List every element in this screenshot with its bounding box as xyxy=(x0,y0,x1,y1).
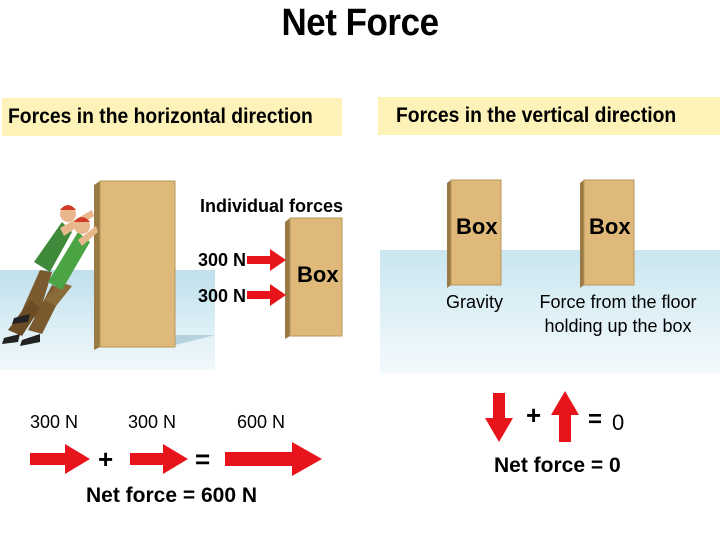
vertical-heading: Forces in the vertical direction xyxy=(378,97,720,135)
horizontal-heading: Forces in the horizontal direction xyxy=(2,98,342,136)
force-1-label: 300 N xyxy=(198,250,247,270)
worker-back xyxy=(2,205,94,344)
gravity-label: Gravity xyxy=(446,292,504,312)
pushed-box xyxy=(94,180,176,350)
vertical-zero: 0 xyxy=(612,410,625,435)
eq-arrow-result xyxy=(225,442,322,476)
individual-forces-label: Individual forces xyxy=(200,196,344,216)
vertical-equals: = xyxy=(588,406,603,433)
eq-arrow-2 xyxy=(130,444,188,474)
eq-term-2-label: 300 N xyxy=(128,412,177,432)
force-arrow-2 xyxy=(247,284,286,306)
vertical-floor xyxy=(380,250,720,374)
up-arrow xyxy=(551,391,579,442)
horizontal-heading-text: Forces in the horizontal direction xyxy=(8,105,313,128)
eq-arrow-1 xyxy=(30,444,90,474)
worker-front xyxy=(20,217,98,346)
force-arrow-1 xyxy=(247,249,286,271)
small-box-label: Box xyxy=(297,262,339,287)
floor-force-label-1: Force from the floor xyxy=(539,292,697,312)
small-box xyxy=(285,217,343,339)
vertical-plus: + xyxy=(526,400,542,430)
gravity-box xyxy=(447,179,502,288)
vertical-heading-text: Forces in the vertical direction xyxy=(396,104,677,127)
horizontal-equals: = xyxy=(195,444,211,474)
down-arrow xyxy=(485,393,513,442)
horizontal-plus: + xyxy=(98,444,114,474)
floor-box-label: Box xyxy=(589,214,631,239)
gravity-box-label: Box xyxy=(456,214,498,239)
floor-box xyxy=(580,179,635,288)
eq-result-label: 600 N xyxy=(237,412,286,432)
floor-force-label-2: holding up the box xyxy=(544,316,692,336)
eq-term-1-label: 300 N xyxy=(30,412,79,432)
page-title: Net Force xyxy=(281,2,439,44)
horizontal-net-force: Net force = 600 N xyxy=(86,484,257,507)
vertical-net-force: Net force = 0 xyxy=(494,454,621,477)
force-2-label: 300 N xyxy=(198,286,247,306)
